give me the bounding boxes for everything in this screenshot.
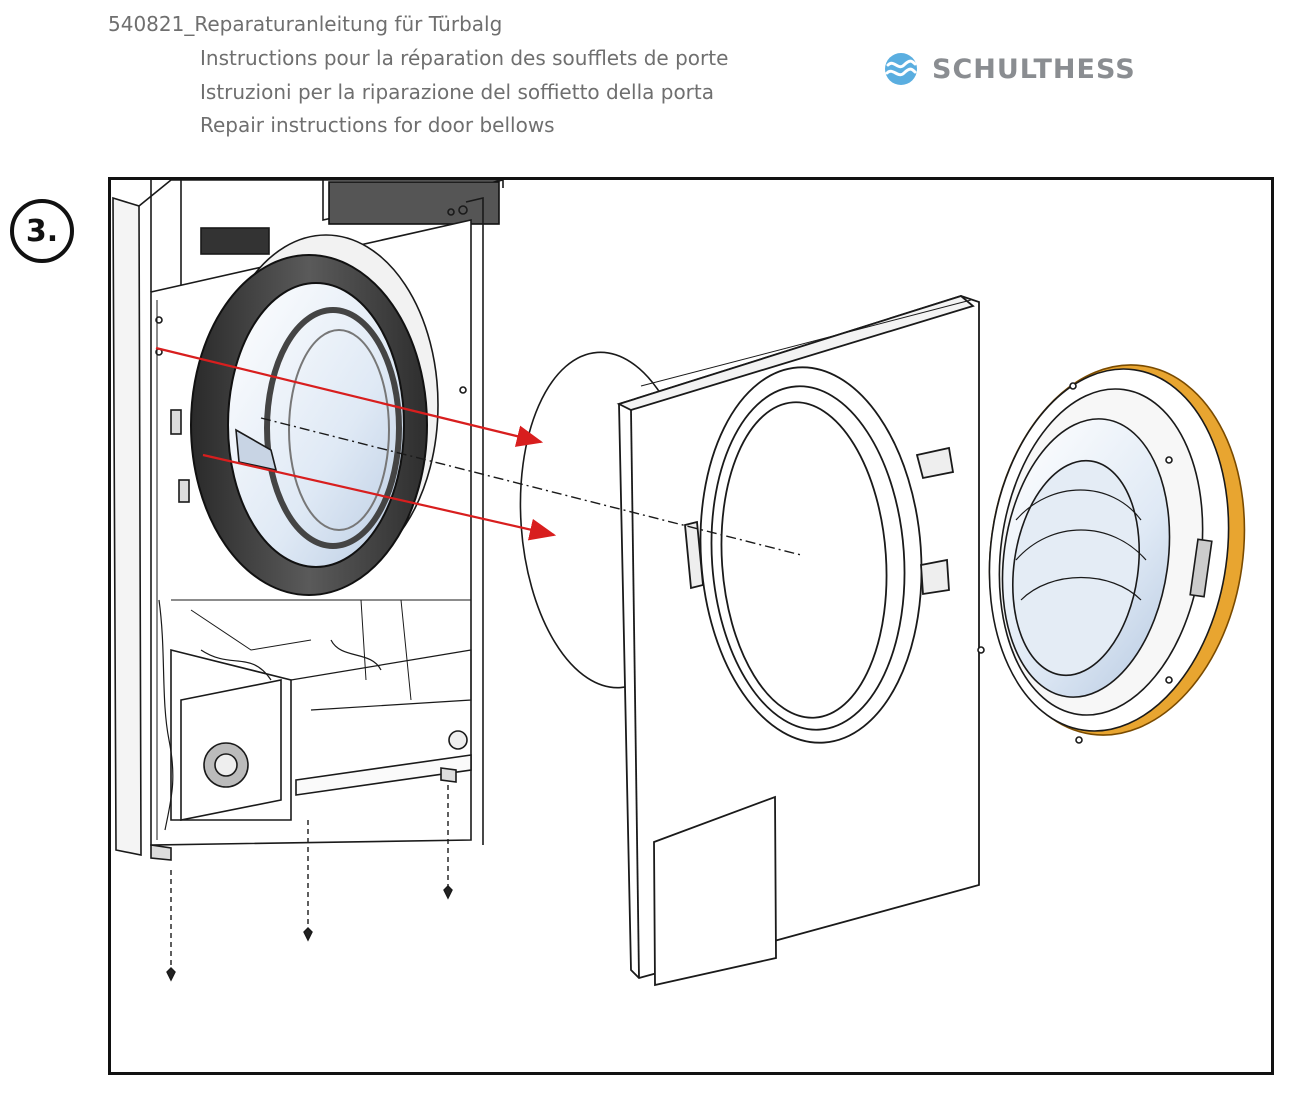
exploded-view-illustration: [108, 177, 1274, 1075]
schulthess-logo: SCHULTHESS: [884, 50, 1136, 88]
red-arrow-lower: [202, 453, 557, 541]
washer-door-diagram: [112, 180, 1246, 987]
fixing-screws: [166, 785, 453, 982]
red-arrow-upper: [155, 346, 544, 447]
assembly-arrows: [155, 346, 802, 556]
subtitle-english: Repair instructions for door bellows: [200, 113, 555, 137]
document-header: 540821_Reparaturanleitung für Türbalg In…: [0, 0, 1300, 170]
brand-name: SCHULTHESS: [932, 53, 1136, 85]
wave-logo-icon: [885, 53, 917, 85]
document-title: 540821_Reparaturanleitung für Türbalg: [108, 12, 503, 36]
open-door-assembly: [977, 364, 1246, 744]
front-panel: [616, 294, 980, 987]
subtitle-french: Instructions pour la réparation des souf…: [200, 46, 729, 70]
step-number-badge: 3.: [10, 199, 74, 263]
machine-cabinet: [112, 180, 504, 861]
subtitle-italian: Istruzioni per la riparazione del soffie…: [200, 80, 714, 104]
center-axis-line: [260, 417, 802, 556]
